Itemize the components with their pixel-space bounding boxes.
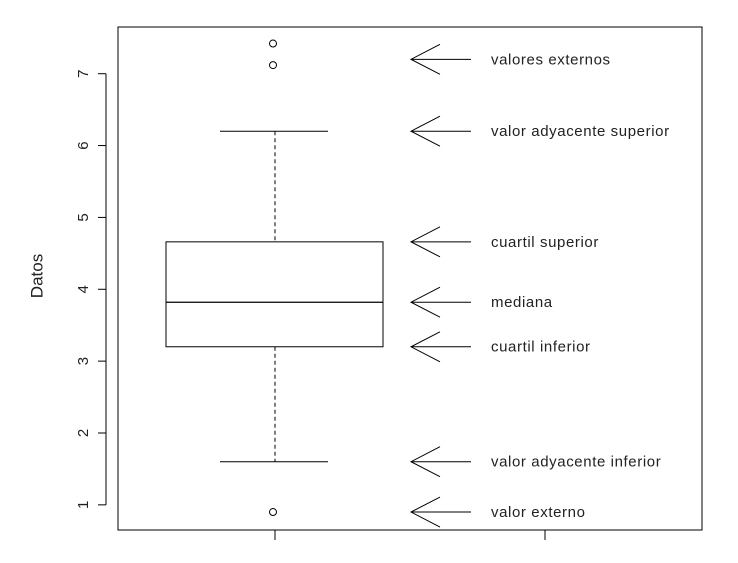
annotation-arrow	[409, 115, 471, 147]
annotation-label: valores externos	[491, 51, 611, 68]
annotation-arrow	[409, 446, 471, 478]
annotation-arrow	[409, 286, 471, 318]
box-plot	[165, 39, 384, 517]
outlier-point	[269, 61, 277, 70]
y-axis-tick-label: 7	[75, 70, 92, 78]
y-axis-tick-label: 1	[75, 501, 92, 509]
annotation-label: valor adyacente superior	[491, 123, 670, 140]
y-axis-tick-label: 2	[75, 429, 92, 437]
y-axis-tick-label: 4	[75, 285, 92, 293]
annotations: valores externos valor adyacente superior…	[409, 43, 670, 528]
y-axis-label: Datos	[27, 254, 46, 298]
annotation-label: cuartil superior	[491, 234, 599, 251]
annotation-label: valor adyacente inferior	[491, 454, 661, 471]
annotation-label: valor externo	[491, 504, 586, 521]
annotation-arrow	[409, 496, 471, 528]
interquartile-box	[165, 241, 384, 348]
y-axis-tick-label: 3	[75, 357, 92, 365]
y-axis-tick-label: 5	[75, 213, 92, 221]
annotation-arrow	[409, 226, 471, 258]
plot-frame	[117, 26, 703, 531]
outlier-point	[269, 39, 277, 48]
y-axis: 1 2 3 4 5 6 7	[75, 70, 107, 509]
y-axis-tick-label: 6	[75, 141, 92, 149]
annotation-label: mediana	[491, 294, 553, 311]
annotation-arrow	[409, 43, 471, 75]
outlier-point	[269, 508, 277, 517]
annotation-label: cuartil inferior	[491, 339, 591, 356]
annotation-arrow	[409, 331, 471, 363]
x-axis	[274, 530, 546, 540]
